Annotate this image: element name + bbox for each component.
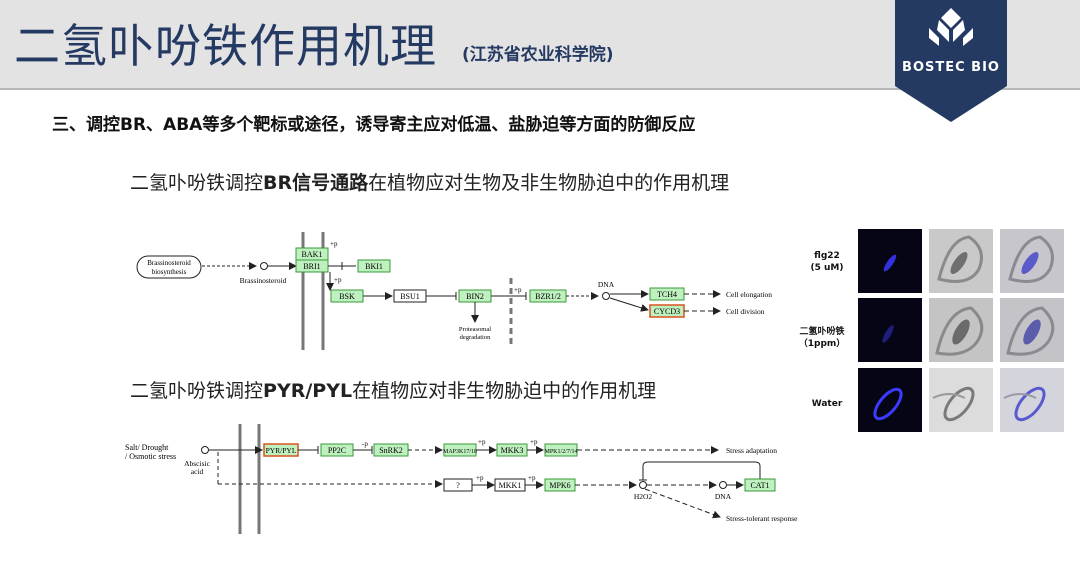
gene-bki1: BKI1 — [365, 262, 383, 271]
svg-text:+p: +p — [330, 240, 338, 248]
micrograph-flg22-fluorescence — [858, 229, 922, 293]
gene-snrk2: SnRK2 — [379, 446, 403, 455]
bostec-logo — [895, 0, 1007, 122]
gene-pyr-pyl: PYR/PYL — [266, 446, 297, 455]
br-proteasomal-label: Proteasomal — [459, 326, 491, 333]
gene-bin2: BIN2 — [466, 292, 484, 301]
gene-tch4: TCH4 — [657, 290, 677, 299]
svg-text:+p: +p — [514, 286, 522, 294]
gene-bri1: BRI1 — [303, 262, 320, 271]
svg-text:+p: +p — [334, 276, 342, 284]
gene-mkk1: MKK1 — [499, 481, 522, 490]
micrograph-water-bright — [929, 368, 993, 432]
svg-text:/ Osmotic stress: / Osmotic stress — [125, 452, 176, 461]
micro-label-flg22: flg22(5 uM) — [810, 251, 844, 273]
gene-mpk: MPK1/2/7/14 — [544, 449, 577, 455]
gene-mkk3: MKK3 — [501, 446, 524, 455]
page-title: 二氢卟吩铁作用机理 — [14, 19, 437, 73]
micrograph-flg22-bright — [929, 229, 993, 293]
svg-text:degradation: degradation — [460, 334, 491, 341]
logo-text: BOSTEC BIO — [902, 60, 1000, 75]
svg-text:-p: -p — [362, 440, 368, 448]
leaf-icon — [929, 8, 973, 46]
aba-abscisic-label: Abscisic — [184, 459, 211, 468]
caption-pyr: 二氢卟吩铁调控PYR/PYL在植物应对非生物胁迫中的作用机理 — [130, 380, 657, 402]
aba-stress-tolerant: Stress-tolerant response — [726, 514, 798, 523]
page-subtitle: (江苏省农业科学院) — [462, 45, 614, 65]
gene-bsk: BSK — [339, 292, 355, 301]
br-biosynthesis-label: Brassinosteroid — [147, 259, 191, 267]
br-cell-division: Cell division — [726, 307, 765, 316]
aba-dna-label: DNA — [715, 492, 732, 501]
gene-bak1: BAK1 — [302, 250, 323, 259]
br-dna-label: DNA — [598, 280, 615, 289]
micrograph-chlorin-fluorescence — [858, 298, 922, 362]
gene-cat1: CAT1 — [750, 481, 769, 490]
svg-text:+p: +p — [478, 438, 486, 446]
micrograph-water-merge — [1000, 368, 1064, 432]
micrograph-chlorin-bright — [929, 298, 993, 362]
aba-stress-label: Salt/ Drought — [125, 443, 169, 452]
aba-stress-adaptation: Stress adaptation — [726, 446, 777, 455]
br-cell-elongation: Cell elongation — [726, 290, 772, 299]
micro-label-water: Water — [811, 399, 843, 409]
svg-text:+p: +p — [476, 474, 484, 482]
svg-text:+p: +p — [530, 438, 538, 446]
gene-bzr: BZR1/2 — [535, 292, 561, 301]
aba-h2o2-label: H2O2 — [634, 492, 653, 501]
micrograph-chlorin-merge — [1000, 298, 1064, 362]
gene-bsu1: BSU1 — [400, 292, 420, 301]
svg-text:biosynthesis: biosynthesis — [152, 268, 187, 276]
svg-text:+p: +p — [528, 474, 536, 482]
section-heading: 三、调控BR、ABA等多个靶标或途径，诱导寄主应对低温、盐胁迫等方面的防御反应 — [52, 115, 696, 135]
micrograph-flg22-merge — [1000, 229, 1064, 293]
gene-mpk6: MPK6 — [549, 481, 570, 490]
gene-cycd3: CYCD3 — [654, 307, 680, 316]
gene-pp2c: PP2C — [328, 446, 346, 455]
gene-unknown: ? — [456, 481, 460, 490]
gene-map3k: MAP3K17/18 — [443, 449, 477, 455]
micro-label-chlorin: 二氢卟吩铁（1ppm） — [798, 327, 846, 349]
svg-text:acid: acid — [191, 467, 204, 476]
br-brassinosteroid-label: Brassinosteroid — [240, 276, 287, 285]
micrograph-water-fluorescence — [858, 368, 922, 432]
caption-br: 二氢卟吩铁调控BR信号通路在植物应对生物及非生物胁迫中的作用机理 — [130, 172, 730, 194]
